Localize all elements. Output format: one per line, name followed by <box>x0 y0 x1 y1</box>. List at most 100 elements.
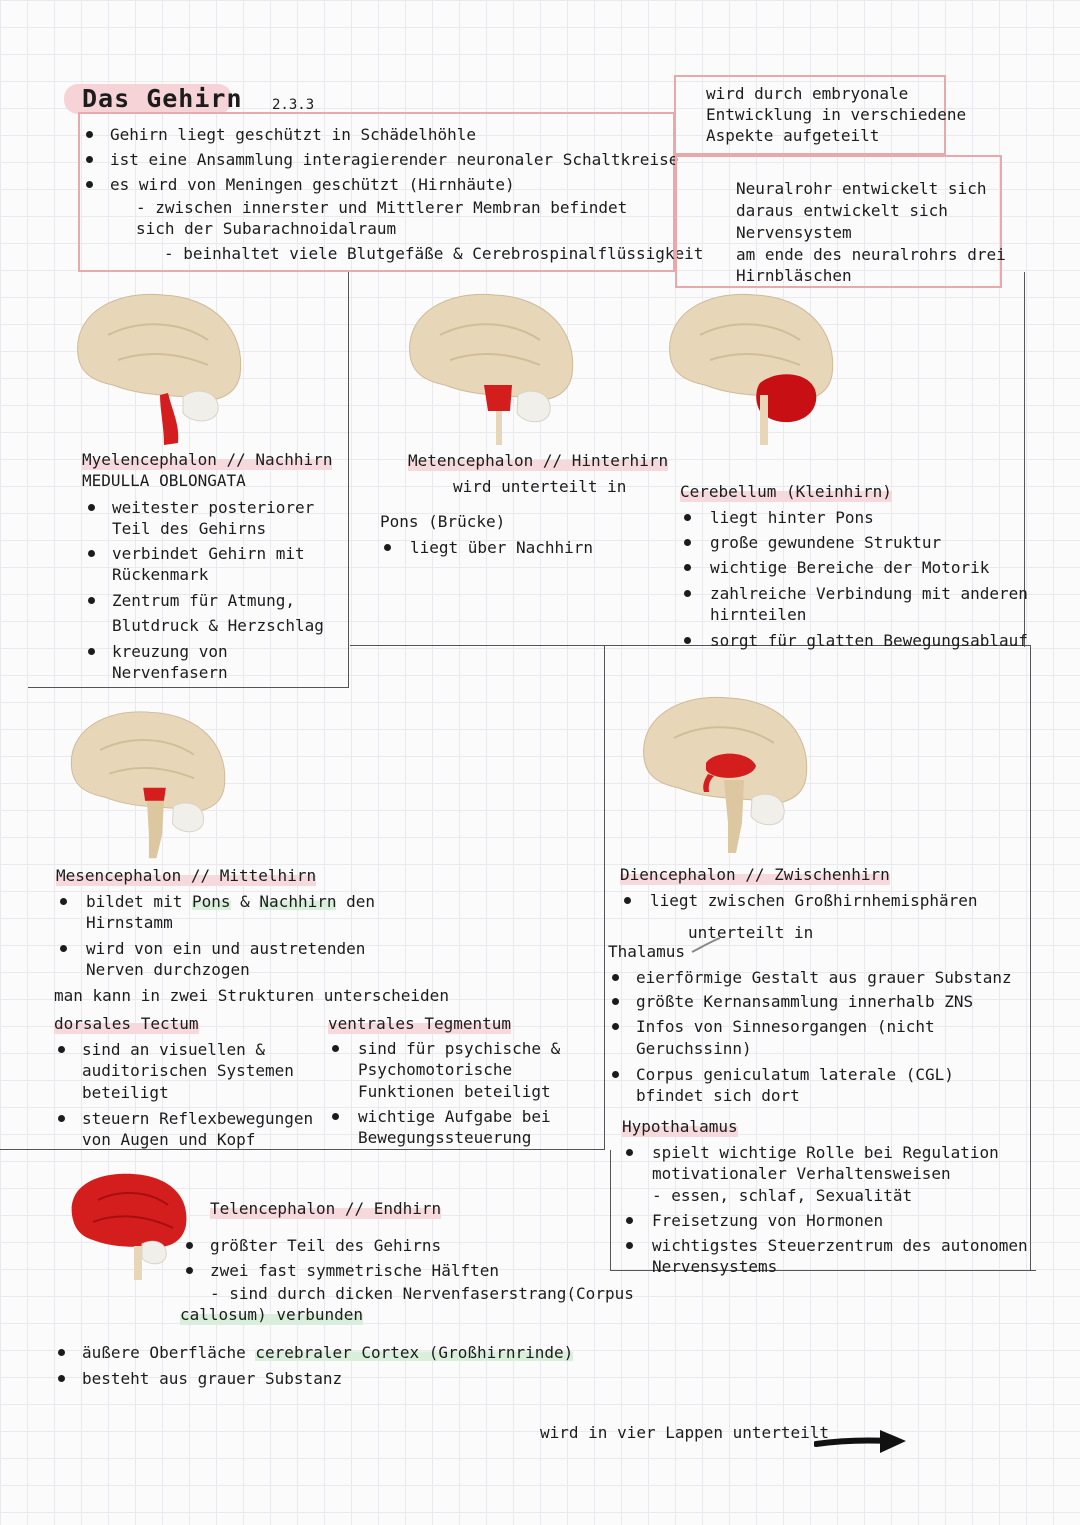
bullet <box>612 1023 619 1030</box>
cerebellum-heading: Cerebellum (Kleinhirn) <box>680 481 892 503</box>
myel-line: Blutdruck & Herzschlag <box>112 616 324 635</box>
thal-line: größte Kernansammlung innerhalb ZNS <box>636 992 974 1011</box>
pons-heading: Pons (Brücke) <box>380 512 506 531</box>
brain-illustration-icon <box>68 285 248 455</box>
tegmentum-line: Psychomotorische <box>358 1060 513 1079</box>
bullet <box>58 1046 65 1053</box>
connector-stroke <box>690 934 730 958</box>
side-note-box-2 <box>675 155 1002 288</box>
bullet <box>332 1045 339 1052</box>
mes-b1-line2: Hirnstamm <box>86 913 173 932</box>
tectum-line: von Augen und Kopf <box>82 1130 256 1149</box>
side-note-2-line: Hirnbläschen <box>736 266 852 285</box>
bullet <box>624 897 631 904</box>
tel-b2: zwei fast symmetrische Hälften <box>210 1261 499 1280</box>
bullet <box>612 974 619 981</box>
cereb-line: zahlreiche Verbindung mit anderen <box>710 584 1028 603</box>
divider <box>0 1149 604 1150</box>
dien-bullet: liegt zwischen Großhirnhemisphären <box>650 891 978 910</box>
mes-b2-line1: wird von ein und austretenden <box>86 939 366 958</box>
side-note-2-line: Nervensystem <box>736 223 852 242</box>
bullet <box>626 1149 633 1156</box>
bullet <box>384 544 391 551</box>
diencephalon-heading: Diencephalon // Zwischenhirn <box>620 864 890 886</box>
bullet <box>86 181 93 188</box>
hypothalamus-heading: Hypothalamus <box>622 1116 738 1138</box>
myel-line: Rückenmark <box>112 565 209 584</box>
side-note-1-line: Entwicklung in verschiedene <box>706 105 967 124</box>
myelencephalon-subheading: MEDULLA OBLONGATA <box>82 471 246 490</box>
bullet <box>86 156 93 163</box>
bullet <box>612 998 619 1005</box>
myelencephalon-heading: Myelencephalon // Nachhirn <box>82 449 333 471</box>
bullet <box>684 514 691 521</box>
bullet <box>332 1113 339 1120</box>
bullet <box>684 564 691 571</box>
divider <box>348 272 349 688</box>
cereb-line: liegt hinter Pons <box>710 508 874 527</box>
mes-b2-line2: Nerven durchzogen <box>86 960 250 979</box>
bullet <box>684 590 691 597</box>
bullet <box>86 131 93 138</box>
divider <box>1030 645 1031 1270</box>
footer-note: wird in vier Lappen unterteilt <box>540 1423 829 1442</box>
tegmentum-line: wichtige Aufgabe bei <box>358 1107 551 1126</box>
intro-sub-1b: sich der Subarachnoidalraum <box>136 219 397 238</box>
intro-sub-2: - beinhaltet viele Blutgefäße & Cerebros… <box>164 244 704 263</box>
thal-line: bfindet sich dort <box>636 1086 800 1105</box>
side-note-1-line: wird durch embryonale <box>706 84 909 103</box>
thalamus-heading: Thalamus <box>608 942 686 961</box>
myel-line: verbindet Gehirn mit <box>112 544 305 563</box>
mesencephalon-heading: Mesencephalon // Mittelhirn <box>56 865 317 887</box>
bullet <box>58 1375 65 1382</box>
thal-line: Infos von Sinnesorgangen (nicht <box>636 1017 935 1036</box>
cortex-b2: besteht aus grauer Substanz <box>82 1369 343 1388</box>
brain-illustration-icon <box>634 688 814 858</box>
bullet <box>626 1217 633 1224</box>
thal-line: Geruchssinn) <box>636 1039 752 1058</box>
cereb-line: hirnteilen <box>710 605 807 624</box>
bullet <box>186 1242 193 1249</box>
bullet <box>60 898 67 905</box>
side-note-box-1 <box>674 75 946 155</box>
bullet <box>186 1267 193 1274</box>
title-highlight <box>64 84 232 114</box>
bullet <box>60 945 67 952</box>
intro-bullet-3: es wird von Meningen geschützt (Hirnhäut… <box>110 175 515 194</box>
metencephalon-subheading: wird unterteilt in <box>453 477 627 496</box>
cereb-line: große gewundene Struktur <box>710 533 942 552</box>
myel-line: Nervenfasern <box>112 663 228 682</box>
hypo-line: spielt wichtige Rolle bei Regulation <box>652 1143 999 1162</box>
cortex-b1: äußere Oberfläche cerebraler Cortex (Gro… <box>82 1343 574 1362</box>
thal-line: Corpus geniculatum laterale (CGL) <box>636 1065 954 1084</box>
brain-illustration-icon <box>62 703 232 863</box>
telencephalon-heading: Telencephalon // Endhirn <box>210 1198 442 1220</box>
side-note-2-line: am ende des neuralrohrs drei <box>736 245 1006 264</box>
bullet <box>684 637 691 644</box>
thal-line: eierförmige Gestalt aus grauer Substanz <box>636 968 1012 987</box>
bullet <box>58 1349 65 1356</box>
brain-illustration-icon <box>400 285 580 455</box>
divider <box>350 645 1030 646</box>
tel-sub-2: callosum) verbunden <box>180 1304 364 1326</box>
hypo-line: Freisetzung von Hormonen <box>652 1211 884 1230</box>
tectum-line: beteiligt <box>82 1083 169 1102</box>
bullet <box>58 1115 65 1122</box>
myel-line: Zentrum für Atmung, <box>112 591 296 610</box>
tegmentum-line: Funktionen beteiligt <box>358 1082 551 1101</box>
side-note-1-line: Aspekte aufgeteilt <box>706 126 880 145</box>
metencephalon-heading: Metencephalon // Hinterhirn <box>408 450 669 472</box>
divider <box>610 1270 1036 1271</box>
arrow-right-icon <box>813 1428 908 1460</box>
hypo-line: - essen, schlaf, Sexualität <box>652 1186 913 1205</box>
bullet <box>88 648 95 655</box>
tectum-heading: dorsales Tectum <box>54 1013 199 1035</box>
mes-b1: bildet mit Pons & Nachhirn den <box>86 892 376 911</box>
divider <box>604 645 605 1150</box>
intro-box <box>78 112 675 272</box>
tel-sub-1: - sind durch dicken Nervenfaserstrang(Co… <box>210 1284 634 1303</box>
pons-bullet: liegt über Nachhirn <box>410 538 594 557</box>
myel-line: Teil des Gehirns <box>112 519 267 538</box>
tectum-line: steuern Reflexbewegungen <box>82 1109 314 1128</box>
bullet <box>88 504 95 511</box>
